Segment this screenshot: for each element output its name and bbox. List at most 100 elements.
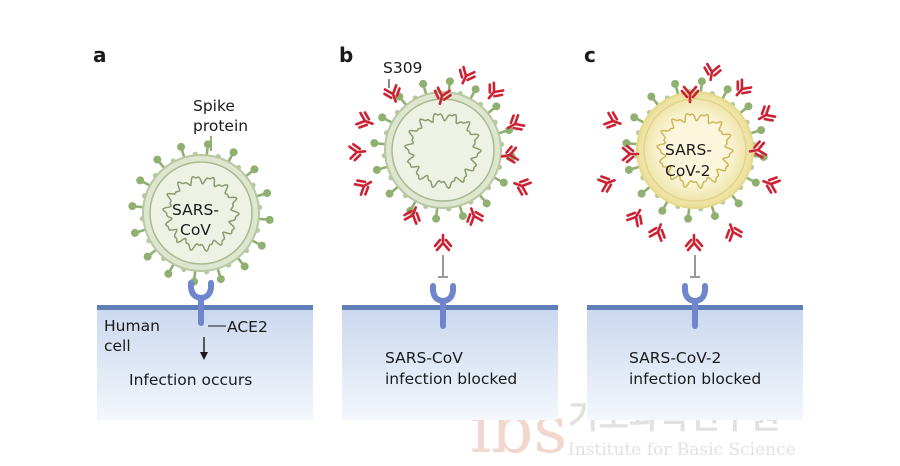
panel-b-letter: b <box>339 43 353 67</box>
antibody-icon <box>353 179 373 196</box>
virus-rna <box>656 112 734 190</box>
panel-a-spike-label-2: protein <box>193 117 248 135</box>
spike-head <box>240 262 249 271</box>
spike-head <box>471 85 480 94</box>
spike-head <box>710 212 719 221</box>
spike-head <box>624 165 633 174</box>
antibody-icon <box>684 233 704 252</box>
panel-a-ace2-receptor <box>187 280 215 326</box>
panel-c-outcome-2: infection blocked <box>629 370 761 388</box>
spike-head <box>372 165 381 174</box>
panel-b-ace2-receptor <box>429 283 457 329</box>
panel-b-virus <box>370 77 516 223</box>
panel-a-receptor-label: ACE2 <box>227 318 268 336</box>
antibody-icon <box>433 86 452 106</box>
panel-c-letter: c <box>584 43 596 67</box>
spike-head <box>203 140 212 149</box>
panel-c: c SARS- CoV-2 SARS-CoV-2 infection block… <box>584 43 803 420</box>
antibody-icon <box>433 233 453 252</box>
antibody-icon <box>757 105 777 122</box>
panel-a-arrow <box>200 337 208 360</box>
spike-head <box>630 113 639 122</box>
virus-inner-ring <box>643 98 747 202</box>
spike-head <box>757 126 766 135</box>
spike-head <box>263 189 272 198</box>
panel-a-membrane <box>97 305 313 310</box>
antibody-icon <box>348 142 367 162</box>
antibody-icon <box>513 178 532 196</box>
spike-head <box>751 178 760 187</box>
antibody-icon <box>603 111 622 129</box>
panel-a-cell-label-1: Human <box>104 317 160 335</box>
panel-b-antibodies <box>348 65 532 252</box>
spike-head <box>419 79 428 88</box>
antibody-icon <box>748 140 768 159</box>
antibody-icon <box>735 78 753 97</box>
antibody-icon <box>762 176 781 194</box>
panel-b-membrane <box>342 305 558 310</box>
antibody-icon <box>383 84 401 103</box>
spike-head <box>492 102 501 111</box>
antibody-icon <box>597 175 616 193</box>
antibody-icon <box>500 145 520 164</box>
panel-c-outcome-1: SARS-CoV-2 <box>629 349 721 367</box>
spike-head <box>458 212 467 221</box>
spike-head <box>216 275 225 284</box>
spike-head <box>658 206 667 215</box>
panel-a-virus <box>128 140 274 286</box>
spike-head <box>385 189 394 198</box>
panel-b-outcome-1: SARS-CoV <box>385 349 463 367</box>
panel-b-cell <box>342 305 558 420</box>
spike-head <box>143 252 152 261</box>
spike-head <box>257 241 266 250</box>
panel-a-spike-label-1: Spike <box>193 97 235 115</box>
virus-rna <box>404 112 482 190</box>
antibody-icon <box>458 65 476 85</box>
antibody-icon <box>506 114 526 131</box>
spike-head <box>734 199 743 208</box>
spike-head <box>370 139 379 148</box>
spike-head <box>684 214 693 223</box>
spike-head <box>250 165 259 174</box>
panel-c-virus-label-1: SARS- <box>665 141 712 159</box>
antibody-icon <box>621 144 640 164</box>
virus-inner-ring <box>391 98 495 202</box>
antibody-icon <box>626 208 643 228</box>
spike-head <box>136 176 145 185</box>
spike-head <box>378 113 387 122</box>
panel-c-virus <box>622 77 768 223</box>
spike-head <box>153 155 162 164</box>
panel-a-virus-label-1: SARS- <box>172 201 219 219</box>
spike-head <box>265 215 274 224</box>
antibody-icon <box>680 85 700 104</box>
spike-head <box>130 228 139 237</box>
antibody-icon <box>355 111 374 129</box>
spike-head <box>723 85 732 94</box>
panel-b-antibody-label: S309 <box>383 59 422 77</box>
panel-b-block-marker <box>438 255 448 278</box>
spike-head <box>622 139 631 148</box>
spike-head <box>432 214 441 223</box>
panel-a-letter: a <box>93 43 107 67</box>
panel-c-virus-label-2: CoV-2 <box>665 162 710 180</box>
panel-c-ace2-receptor <box>681 283 709 329</box>
panel-b: b S309 SARS-CoV infection blocked <box>339 43 558 420</box>
panel-c-block-marker <box>690 255 700 278</box>
antibody-icon <box>403 206 421 225</box>
virus-inner-ring <box>149 161 253 265</box>
panel-a-cell <box>97 305 313 420</box>
antibody-icon <box>466 207 484 226</box>
panel-a-outcome: Infection occurs <box>129 371 252 389</box>
spike-head <box>499 178 508 187</box>
spike-head <box>637 189 646 198</box>
virus-rna <box>162 175 240 253</box>
spike-head <box>744 102 753 111</box>
spike-head <box>128 202 137 211</box>
watermark-english: Institute for Basic Science <box>568 440 796 460</box>
antibody-icon <box>487 81 505 100</box>
panel-a-virus-label-2: CoV <box>180 221 211 239</box>
spike-head <box>671 79 680 88</box>
panel-b-outcome-2: infection blocked <box>385 370 517 388</box>
antibody-icon <box>648 223 666 242</box>
